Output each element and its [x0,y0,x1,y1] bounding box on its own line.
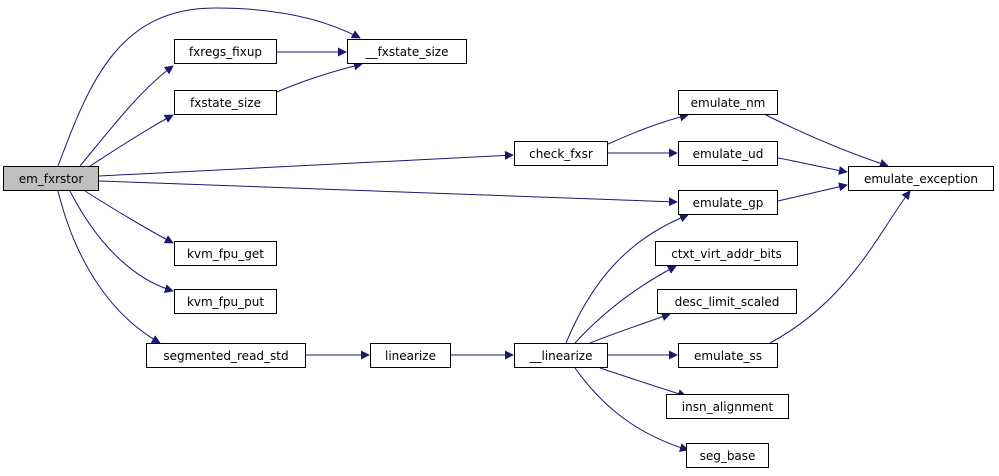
node-em-fxrstor: em_fxrstor [3,166,99,191]
node-kvm-fpu-get[interactable]: kvm_fpu_get [174,241,277,266]
node-emulate-ss[interactable]: emulate_ss [678,343,778,368]
node-desc-limit-scaled[interactable]: desc_limit_scaled [657,289,797,314]
node-ctxt-virt-addr-bits[interactable]: ctxt_virt_addr_bits [655,241,798,266]
node-emulate-exception[interactable]: emulate_exception [848,166,994,191]
node-fxregs-fixup[interactable]: fxregs_fixup [174,39,277,64]
node-linearize[interactable]: linearize [370,343,451,368]
edge-linearize-internal-to-seg-base [574,367,689,452]
edge-linearize-internal-to-insn-alignment [599,367,687,398]
node-fxstate-size-internal[interactable]: __fxstate_size [347,39,467,64]
edge-check-fxsr-to-emulate-nm [607,112,689,145]
node-emulate-ud[interactable]: emulate_ud [678,141,778,166]
edge-em-fxrstor-to-segmented-read-std [57,190,161,344]
node-seg-base[interactable]: seg_base [686,443,769,468]
node-linearize-internal[interactable]: __linearize [514,343,608,368]
node-fxstate-size[interactable]: fxstate_size [174,90,277,115]
edge-em-fxrstor-to-check-fxsr [98,150,514,177]
edge-em-fxrstor-to-fxstate-size [89,114,174,167]
edge-emulate-ud-to-emulate-exception [777,157,848,175]
node-emulate-gp[interactable]: emulate_gp [678,190,778,215]
edge-linearize-internal-to-emulate-gp [565,213,689,344]
node-segmented-read-std[interactable]: segmented_read_std [146,343,306,368]
edge-emulate-ss-to-emulate-exception [769,190,911,344]
node-insn-alignment[interactable]: insn_alignment [666,394,789,419]
node-check-fxsr[interactable]: check_fxsr [514,141,608,166]
node-kvm-fpu-put[interactable]: kvm_fpu_put [174,289,277,314]
edge-em-fxrstor-to-emulate-gp [98,180,678,207]
edge-linearize-internal-to-ctxt-virt-addr-bits [574,265,677,344]
edge-emulate-gp-to-emulate-exception [777,182,848,202]
edge-fxstate-size-to-fxstate-size-internal [276,61,363,93]
edge-emulate-nm-to-emulate-exception [765,114,889,168]
edge-em-fxrstor-to-kvm-fpu-get [84,190,174,244]
edge-em-fxrstor-to-fxregs-fixup [79,65,174,167]
edge-em-fxrstor-to-fxstate-size-internal [57,7,361,167]
node-emulate-nm[interactable]: emulate_nm [678,90,778,115]
edge-em-fxrstor-to-kvm-fpu-put [69,190,174,293]
edge-linearize-internal-to-desc-limit-scaled [589,312,671,344]
